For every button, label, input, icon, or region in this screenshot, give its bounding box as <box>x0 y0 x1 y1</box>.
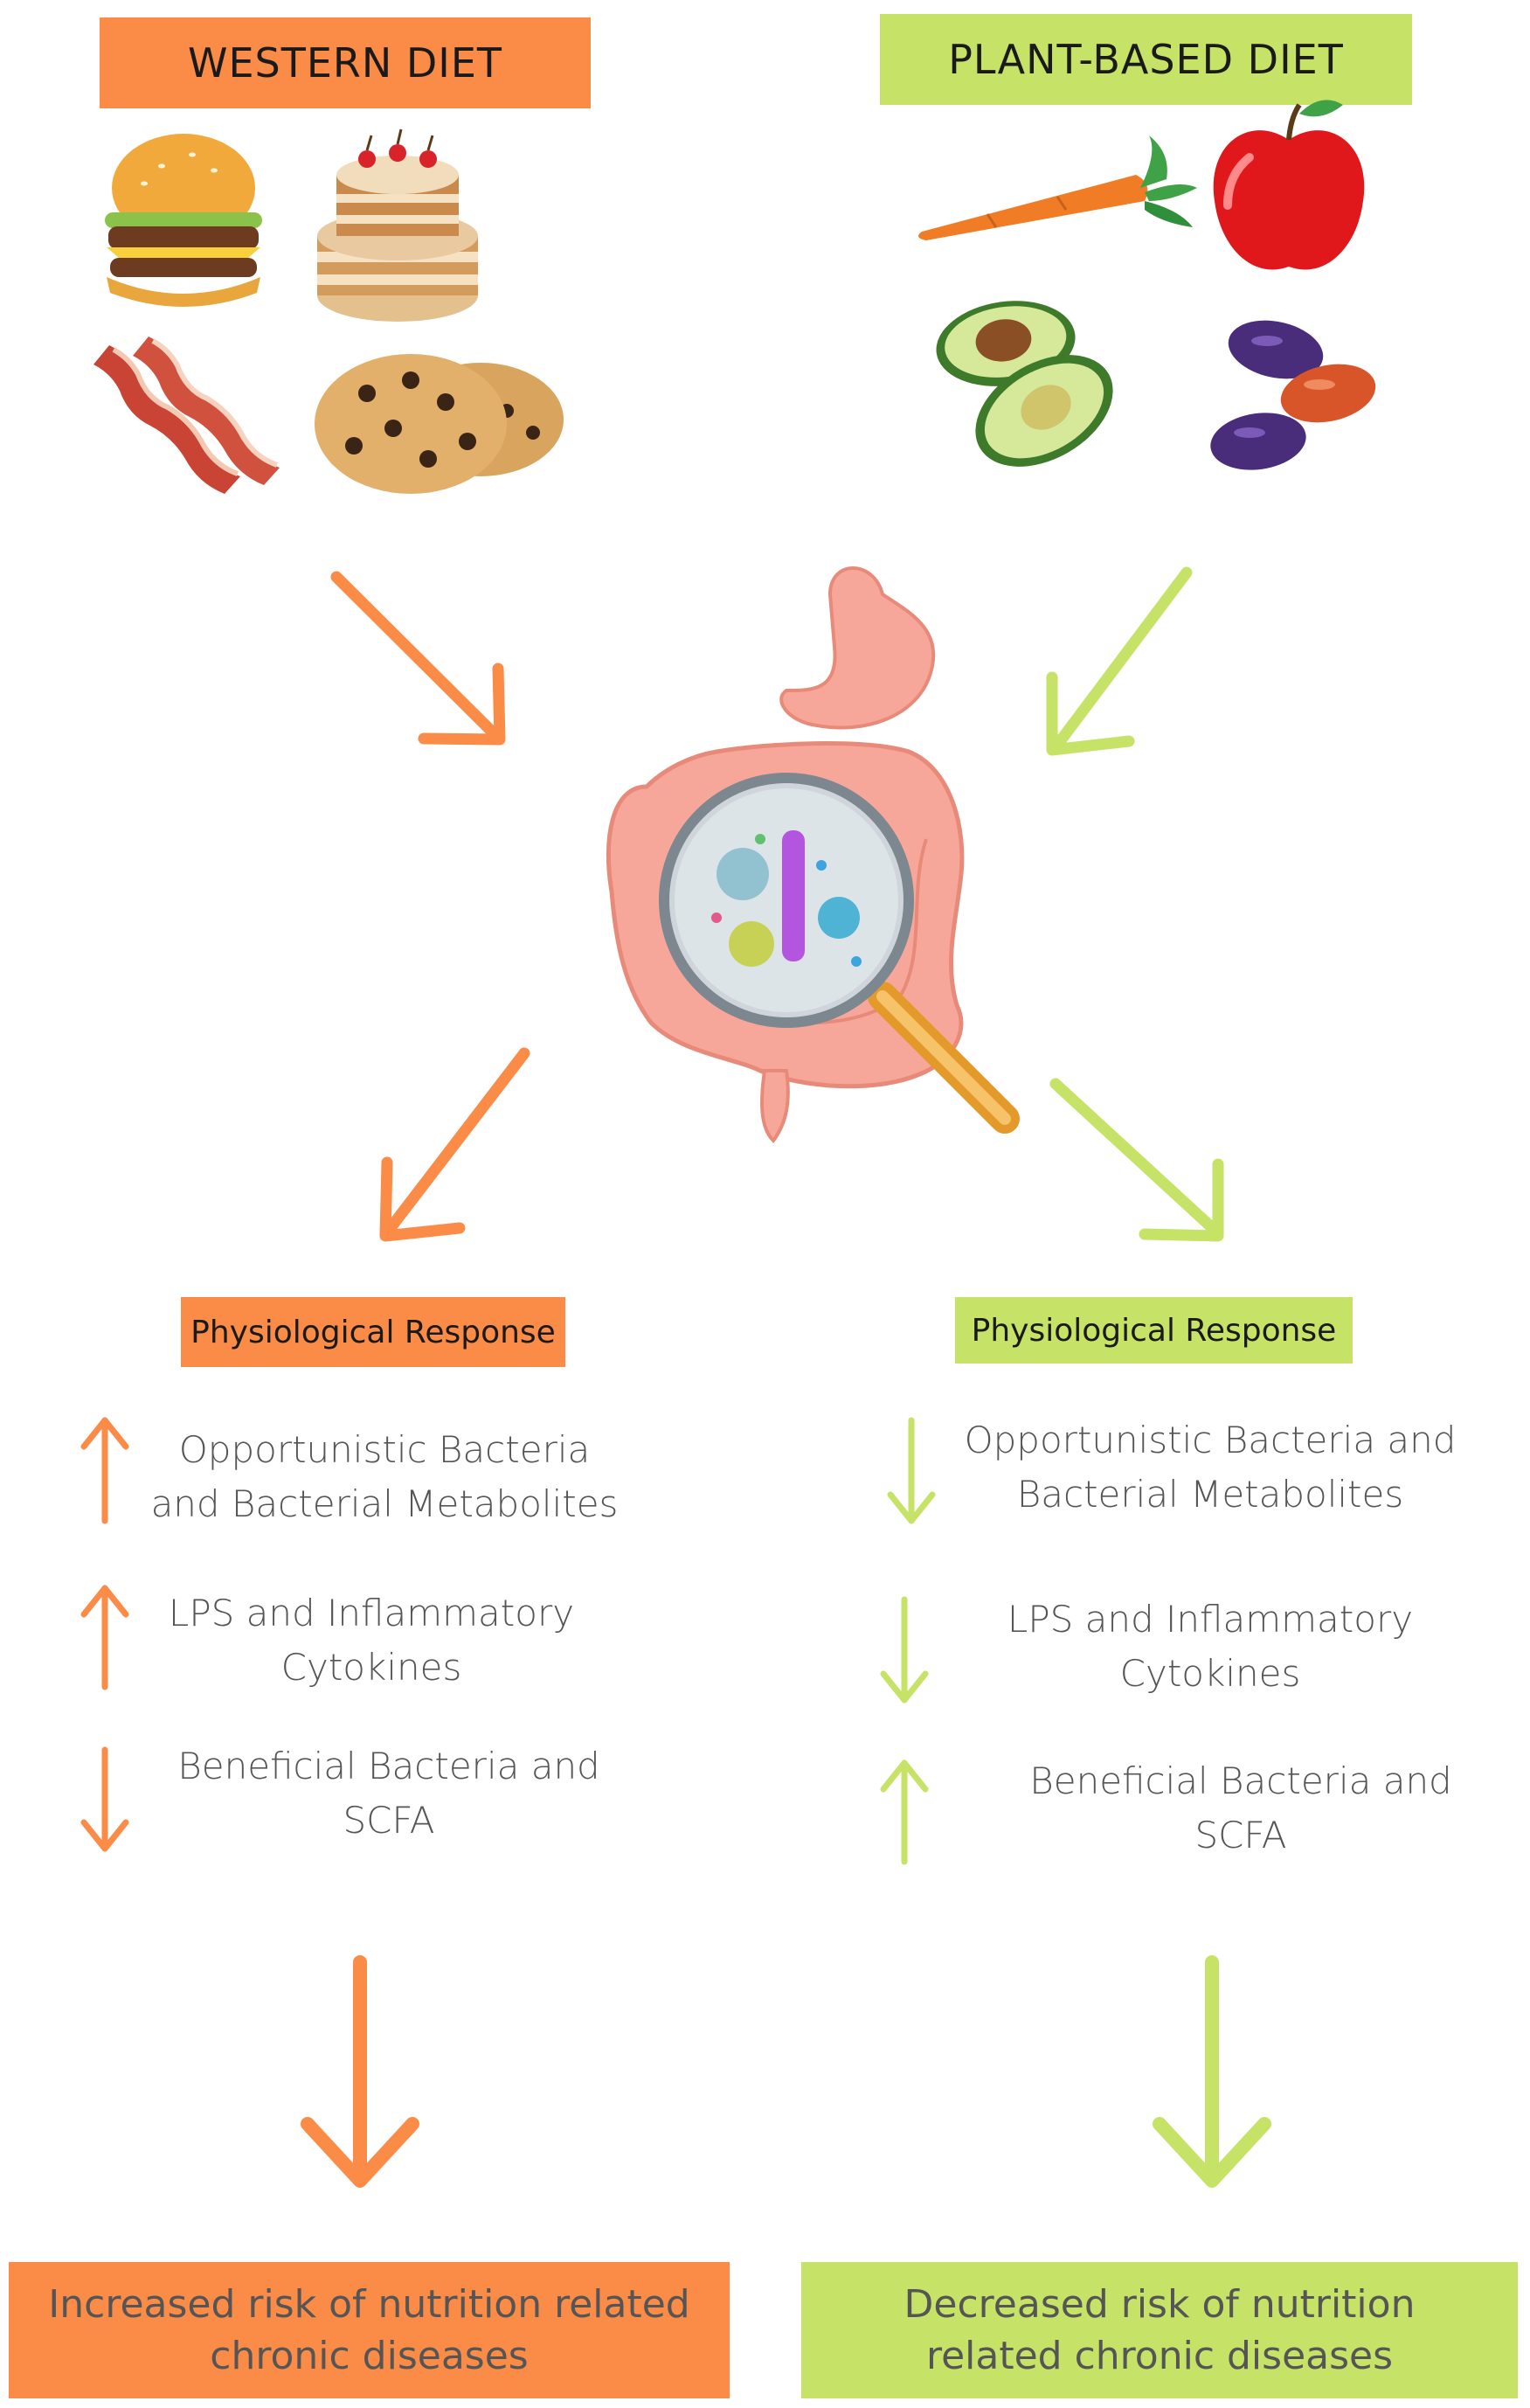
plant-effect-arrow-down-2 <box>880 1596 929 1704</box>
plant-to-gut-arrow <box>1046 566 1193 756</box>
gut-to-plant-response-arrow <box>1049 1078 1224 1242</box>
gut-to-western-response-arrow <box>379 1047 530 1242</box>
western-effect-2: LPS and Inflammatory Cytokines <box>168 1592 575 1690</box>
plant-outcome-arrow <box>1153 1955 1271 2188</box>
plant-response-title: Physiological Response <box>971 1312 1337 1349</box>
western-effect-3: Beneficial Bacteria and SCFA <box>177 1745 600 1842</box>
gut-microbiome-magnifier-icon <box>606 566 1020 1144</box>
cookies-icon <box>315 354 564 494</box>
plant-response-label: Physiological Response <box>955 1297 1353 1364</box>
western-outcome-box: Increased risk of nutrition related chro… <box>9 2262 730 2398</box>
carrot-icon <box>918 135 1197 240</box>
apple-icon <box>1213 100 1365 270</box>
plant-diet-header: PLANT-BASED DIET <box>880 14 1412 105</box>
plant-effect-arrow-up-3 <box>880 1759 929 1865</box>
western-effect-arrow-down-3 <box>80 1746 129 1852</box>
beans-icon <box>1210 320 1376 470</box>
cake-icon <box>317 128 478 322</box>
western-effect-arrow-up-1 <box>80 1417 129 1524</box>
western-effect-arrow-up-2 <box>80 1585 129 1690</box>
avocado-icon <box>936 301 1113 467</box>
western-outcome-arrow <box>301 1955 419 2188</box>
western-effect-1: Opportunistic Bacteria and Bacterial Met… <box>150 1428 619 1526</box>
plant-effect-3: Beneficial Bacteria and SCFA <box>1029 1759 1452 1857</box>
western-response-label: Physiological Response <box>181 1297 565 1367</box>
plant-effect-1: Opportunistic Bacteria and Bacterial Met… <box>964 1419 1457 1516</box>
plant-outcome-text: Decreased risk of nutrition related chro… <box>903 2281 1416 2378</box>
western-outcome-text: Increased risk of nutrition related chro… <box>48 2281 690 2378</box>
plant-effect-2: LPS and Inflammatory Cytokines <box>1007 1598 1414 1696</box>
plant-effect-arrow-down-1 <box>887 1417 936 1524</box>
western-to-gut-arrow <box>330 571 506 746</box>
western-diet-title: WESTERN DIET <box>187 39 503 87</box>
plant-outcome-box: Decreased risk of nutrition related chro… <box>801 2262 1518 2398</box>
western-response-title: Physiological Response <box>190 1314 556 1350</box>
burger-icon <box>105 134 262 307</box>
plant-diet-title: PLANT-BASED DIET <box>948 36 1344 83</box>
western-diet-header: WESTERN DIET <box>100 17 591 108</box>
bacon-icon <box>93 337 280 494</box>
